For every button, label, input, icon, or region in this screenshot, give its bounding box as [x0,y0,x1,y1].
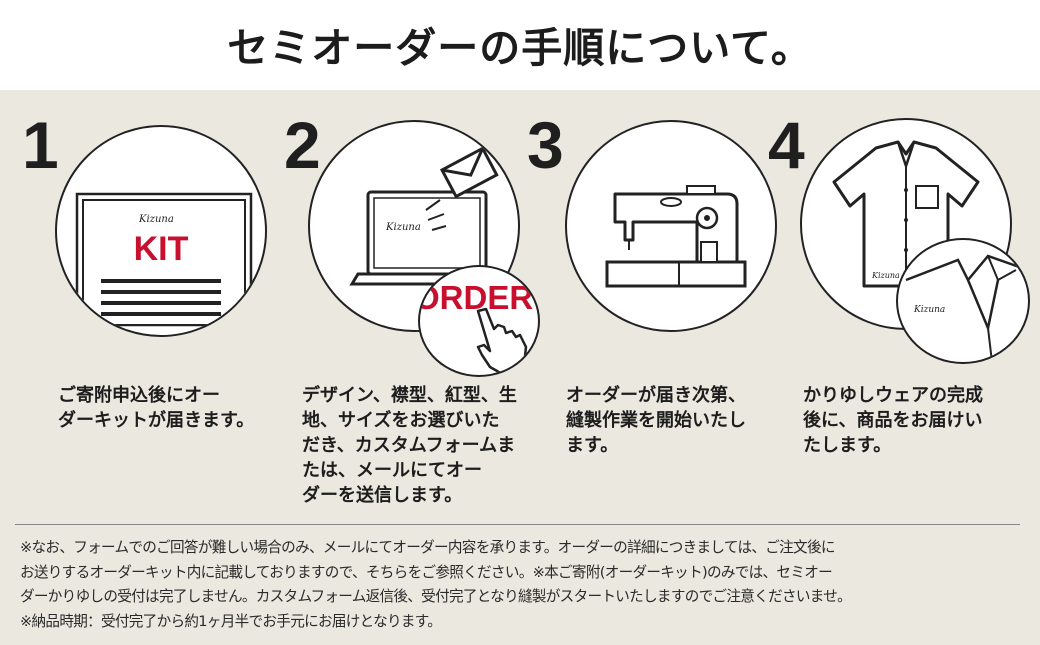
step-1-circle: Kizuna KIT [55,125,267,337]
step-3-circle [565,120,777,332]
envelope-icon [439,146,499,199]
document-kit-icon: Kizuna KIT [75,192,253,327]
header: セミオーダーの手順について。 [0,0,1040,90]
step-2-text: デザイン、襟型、紅型、生 地、サイズをお選びいた だき、カスタムフォームま たは… [302,385,517,506]
step-4-text: かりゆしウェアの完成 後に、商品をお届けい たします。 [803,385,983,456]
step-1-text: ご寄附申込後にオー ダーキットが届きます。 [58,385,255,431]
hand-pointer-icon [476,307,528,375]
step-3-text: オーダーが届き次第、 縫製作業を開始いたし ます。 [566,385,746,456]
collar-circle: Kizuna [896,238,1030,364]
order-circle: ORDER [418,265,540,377]
collar-tag-icon: Kizuna [905,254,1028,362]
shirt-brand-text: Kizuna [871,271,900,280]
note-text: ※なお、フォームでのご回答が難しい場合のみ、メールにてオーダー内容を承ります。オ… [20,539,852,630]
step-2-circle: Kizuna [308,120,520,332]
screen-brand-text: Kizuna [385,222,421,233]
step-4-number: 4 [768,108,805,182]
step-3-number: 3 [527,108,564,182]
order-label: ORDER [420,279,533,316]
kit-brand-text: Kizuna [138,214,174,225]
kit-label: KIT [134,230,189,268]
step-4-circle: Kizuna [800,118,1012,330]
page-title: セミオーダーの手順について。 [227,24,813,72]
divider [15,524,1020,525]
step-1-number: 1 [22,108,59,182]
step-2-number: 2 [284,108,321,182]
sewing-machine-icon [605,185,747,288]
tag-brand-text: Kizuna [913,305,945,315]
order-button-icon: ORDER [420,279,533,375]
